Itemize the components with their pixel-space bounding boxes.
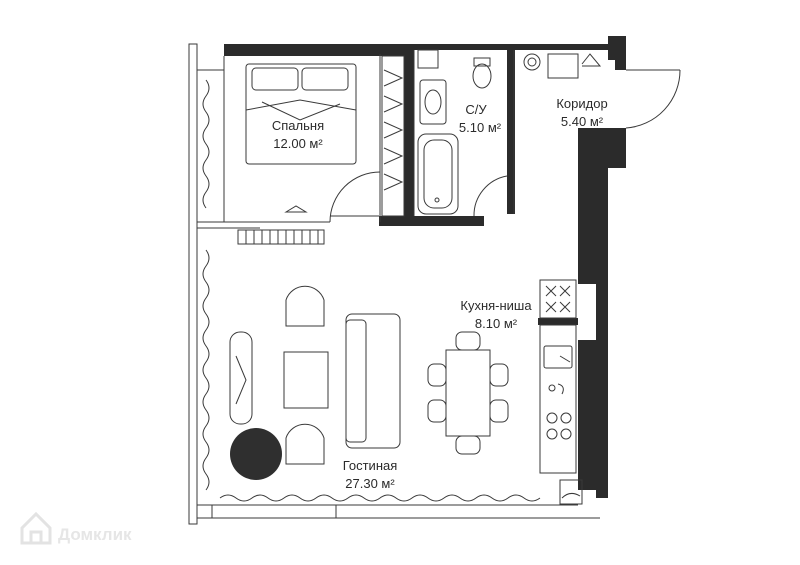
house-logo-icon — [20, 511, 52, 545]
dark-round-table — [230, 428, 282, 480]
bathroom-left-wall — [404, 44, 414, 220]
corridor-inner-wall — [578, 128, 596, 284]
bathroom-fixtures — [417, 49, 492, 215]
thin-lines — [188, 43, 681, 525]
living-area: 27.30 м² — [345, 476, 395, 491]
bedroom-area: 12.00 м² — [273, 136, 323, 151]
wardrobe — [381, 55, 405, 217]
room-labels: Спальня 12.00 м² С/У 5.10 м² Коридор 5.4… — [272, 96, 608, 491]
corridor-items — [523, 53, 602, 79]
bath-bottom-wall — [379, 216, 484, 226]
walls — [224, 36, 626, 498]
dining-set — [427, 331, 509, 455]
top-right-corner — [608, 36, 626, 60]
kitchen-area: 8.10 м² — [475, 316, 518, 331]
curtains — [202, 79, 541, 502]
watermark-text: Домклик — [58, 525, 132, 544]
kitchen-divider — [538, 318, 578, 325]
top-wall-left — [224, 44, 404, 56]
kitchen-fixtures — [539, 279, 583, 505]
watermark: Домклик — [20, 511, 132, 545]
living-furniture — [229, 285, 401, 465]
bathroom-right-wall — [507, 44, 515, 214]
corridor-right-wall — [615, 60, 626, 70]
corridor-area: 5.40 м² — [561, 114, 604, 129]
corridor-name: Коридор — [556, 96, 607, 111]
living-name: Гостиная — [343, 458, 398, 473]
radiator — [237, 205, 325, 245]
bathroom-area: 5.10 м² — [459, 120, 502, 135]
kitchen-name: Кухня-ниша — [460, 298, 532, 313]
right-wall-thick — [578, 340, 608, 490]
bedroom-name: Спальня — [272, 118, 324, 133]
bed — [245, 63, 357, 165]
bathroom-name: С/У — [465, 102, 487, 117]
